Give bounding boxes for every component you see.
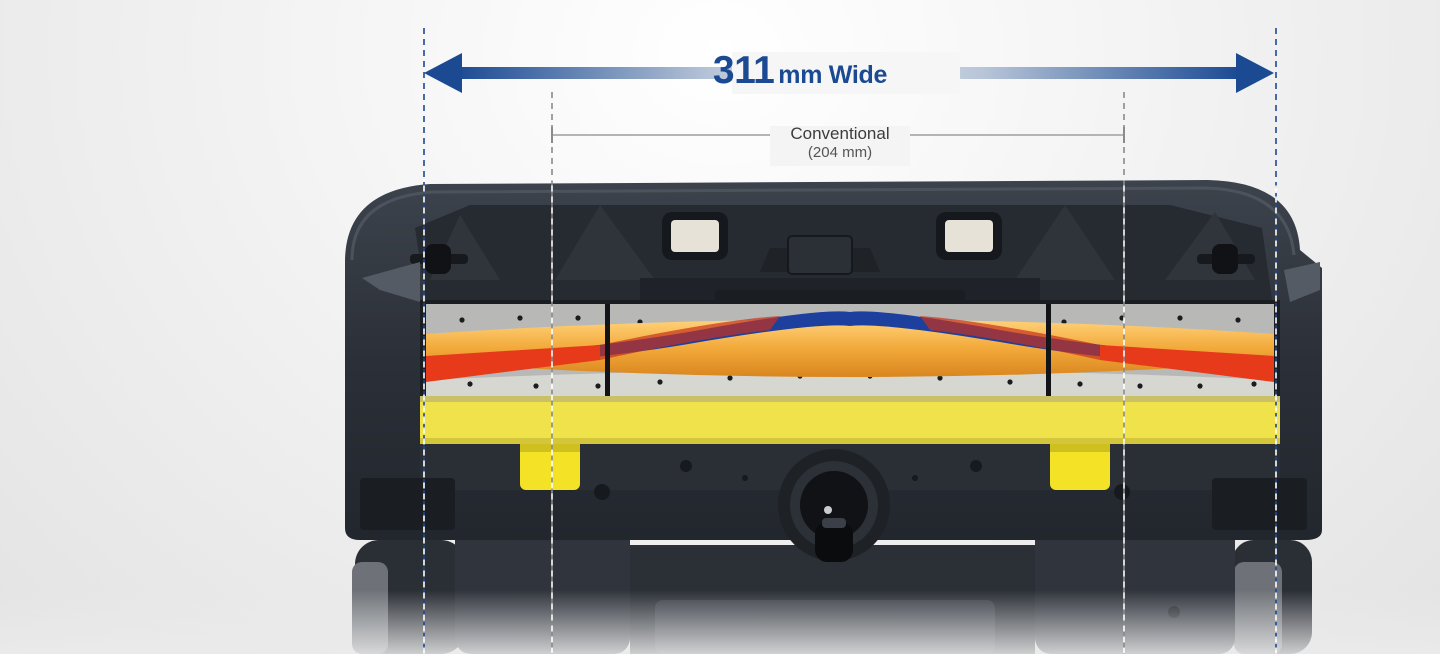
width-value: 311 bbox=[712, 49, 775, 92]
yellow-bumper-strip bbox=[420, 396, 1280, 444]
cliff-sensor-pad bbox=[662, 212, 728, 260]
upper-bracket bbox=[415, 205, 1272, 308]
width-unit: mm Wide bbox=[778, 61, 888, 89]
red-bristles bbox=[1100, 345, 1274, 382]
red-bristles bbox=[426, 345, 600, 382]
conventional-width: (204 mm) bbox=[807, 144, 873, 161]
yellow-clip bbox=[1050, 444, 1110, 490]
conventional-label: Conventional bbox=[790, 124, 890, 143]
blue-bristles bbox=[426, 311, 1274, 372]
width-double-arrow bbox=[424, 52, 1274, 94]
yellow-clip bbox=[520, 444, 580, 490]
conventional-annotation: Conventional (204 mm) bbox=[740, 124, 940, 162]
brush-roller bbox=[426, 319, 1274, 377]
brush-cavity bbox=[420, 300, 1280, 400]
conventional-width-marker bbox=[551, 126, 1125, 166]
dimension-guides bbox=[423, 28, 1277, 654]
side-roller bbox=[1197, 244, 1255, 274]
cliff-sensor-pad bbox=[936, 212, 1002, 260]
front-caster-wheel bbox=[778, 449, 890, 562]
